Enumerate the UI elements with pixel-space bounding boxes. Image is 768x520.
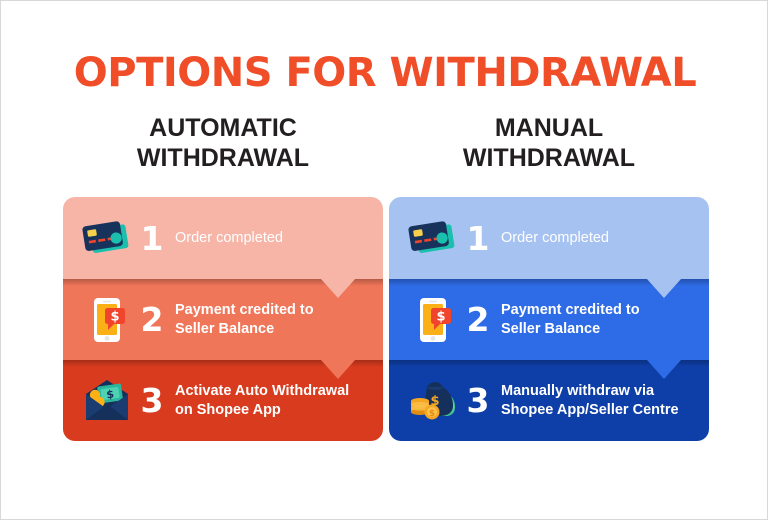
svg-text:$: $ [436, 309, 445, 324]
svg-text:$: $ [106, 387, 115, 401]
arrow-down-icon-automatic-2 [321, 360, 355, 379]
step-text-automatic-2-line2: Seller Balance [175, 320, 275, 337]
column-automatic-withdrawal: AUTOMATIC WITHDRAWAL [63, 113, 383, 441]
step-text-manual-2-line1: Payment credited to [501, 301, 640, 318]
step-text-automatic-2-line1: Payment credited to [175, 301, 314, 318]
arrow-down-icon-manual-1 [647, 279, 681, 298]
step-number-manual-1: 1 [466, 218, 490, 258]
column-heading-automatic-line1: AUTOMATIC [149, 114, 297, 142]
column-heading-manual-line2: WITHDRAWAL [462, 144, 636, 172]
column-manual-withdrawal: MANUAL WITHDRAWAL [389, 113, 709, 441]
step-text-manual-3-line1: Manually withdraw via [501, 382, 655, 399]
envelope-money-icon: $ [77, 372, 137, 430]
column-heading-manual-line1: MANUAL [494, 114, 604, 142]
svg-text:$: $ [110, 309, 119, 324]
step-number-automatic-1: 1 [140, 218, 164, 258]
page-title: OPTIONS FOR WITHDRAWAL [73, 50, 697, 96]
step-text-manual-1-line1: Order completed [501, 229, 609, 246]
step-card-automatic-2: $ 2 Payment credited to Seller Balance [63, 279, 383, 360]
step-text-manual-3-line2: Shopee App/Seller Centre [501, 401, 679, 418]
step-text-automatic-1: Order completed [175, 229, 293, 248]
column-heading-automatic: AUTOMATIC WITHDRAWAL [63, 113, 383, 173]
step-text-manual-1: Order completed [501, 229, 619, 248]
money-bag-coins-icon: $ $ [403, 372, 463, 430]
step-text-automatic-3-line2: on Shopee App [175, 401, 281, 418]
step-card-manual-2: $ 2 Payment credited to Seller Balance [389, 279, 709, 360]
step-text-automatic-3: Activate Auto Withdrawal on Shopee App [175, 382, 359, 420]
step-text-automatic-2: Payment credited to Seller Balance [175, 301, 324, 339]
flow-manual: 1 Order completed [389, 197, 709, 441]
step-number-automatic-3: 3 [140, 381, 164, 420]
phone-money-notification-icon: $ [77, 291, 137, 349]
step-text-manual-2: Payment credited to Seller Balance [501, 301, 650, 339]
step-text-manual-3: Manually withdraw via Shopee App/Seller … [501, 382, 689, 420]
step-text-automatic-3-line1: Activate Auto Withdrawal [175, 382, 350, 399]
credit-cards-icon [77, 209, 137, 267]
arrow-down-icon-manual-2 [647, 360, 681, 379]
step-number-manual-3: 3 [466, 381, 490, 420]
arrow-down-icon-automatic-1 [321, 279, 355, 298]
step-text-manual-2-line2: Seller Balance [501, 320, 601, 337]
svg-text:$: $ [430, 394, 439, 409]
step-card-automatic-3: $ 3 Activate Auto Withdrawal on Shopee A… [63, 360, 383, 441]
step-card-manual-3: $ $ [389, 360, 709, 441]
step-card-automatic-1: 1 Order completed [63, 197, 383, 279]
credit-cards-icon [403, 209, 463, 267]
step-number-manual-2: 2 [466, 300, 490, 339]
step-number-automatic-2: 2 [140, 300, 164, 339]
svg-text:$: $ [429, 409, 435, 419]
step-text-automatic-1-line1: Order completed [175, 229, 283, 246]
flow-automatic: 1 Order completed [63, 197, 383, 441]
column-heading-automatic-line2: WITHDRAWAL [136, 144, 310, 172]
phone-money-notification-icon: $ [403, 291, 463, 349]
step-card-manual-1: 1 Order completed [389, 197, 709, 279]
column-heading-manual: MANUAL WITHDRAWAL [389, 113, 709, 173]
